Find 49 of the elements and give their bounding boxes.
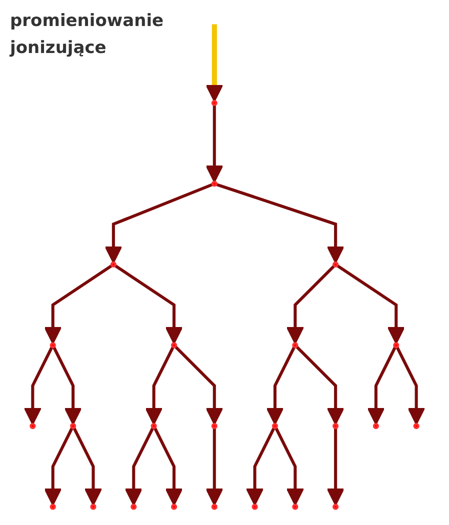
arrow bbox=[216, 182, 344, 264]
node-circle bbox=[332, 423, 339, 430]
arrow bbox=[44, 264, 113, 344]
arrow bbox=[72, 427, 102, 506]
node-circle bbox=[332, 262, 339, 268]
node-circle bbox=[171, 342, 178, 348]
node-circle bbox=[413, 423, 420, 430]
arrow bbox=[367, 346, 397, 425]
arrow bbox=[266, 346, 296, 425]
arrow bbox=[153, 427, 183, 506]
arrow bbox=[206, 428, 224, 506]
arrow bbox=[44, 427, 74, 506]
arrow bbox=[24, 346, 54, 425]
node-circle bbox=[70, 423, 76, 430]
node-circle bbox=[332, 504, 339, 510]
arrow bbox=[104, 183, 214, 264]
arrow bbox=[52, 346, 82, 425]
node-circle bbox=[211, 504, 218, 510]
arrow bbox=[246, 427, 276, 506]
node-circle bbox=[150, 423, 157, 430]
arrow bbox=[124, 427, 154, 506]
node-circle bbox=[393, 342, 400, 348]
annotation-text: promieniowanie jonizujące bbox=[10, 10, 165, 60]
node-circle bbox=[292, 342, 298, 348]
arrow bbox=[326, 428, 344, 506]
arrow bbox=[274, 427, 304, 506]
node-circle bbox=[252, 504, 258, 510]
arrow bbox=[174, 346, 224, 425]
node-circle bbox=[90, 504, 96, 510]
arrow bbox=[296, 346, 344, 425]
arrow bbox=[206, 105, 224, 183]
node-circle bbox=[30, 423, 36, 430]
node-circle bbox=[272, 423, 278, 430]
arrow bbox=[206, 24, 224, 102]
node-circle bbox=[211, 180, 218, 187]
node-circle bbox=[211, 100, 218, 106]
node-circle bbox=[171, 504, 178, 510]
node-circle bbox=[211, 423, 218, 430]
node-circle bbox=[50, 504, 56, 510]
arrow bbox=[396, 346, 426, 425]
node-circle bbox=[50, 342, 56, 348]
node-circle bbox=[130, 504, 137, 510]
node-circle bbox=[292, 504, 298, 510]
arrow bbox=[144, 346, 174, 425]
arrow bbox=[336, 264, 406, 344]
node-circle bbox=[372, 423, 379, 430]
arrow bbox=[286, 264, 336, 344]
node-circle bbox=[110, 262, 116, 268]
arrow bbox=[114, 264, 183, 344]
